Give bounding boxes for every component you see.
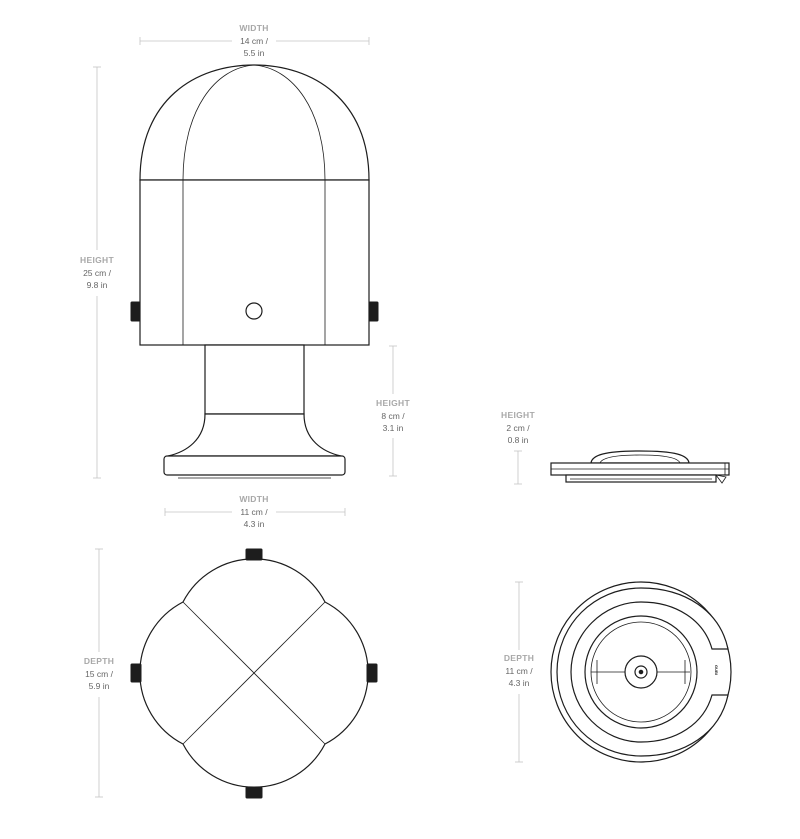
dimension-imperial: 5.9 in [89, 681, 110, 691]
dimension-title: HEIGHT [501, 410, 535, 420]
dimension-title: HEIGHT [80, 255, 114, 265]
lamp-top-view [130, 548, 378, 799]
dome-seam [253, 64, 326, 181]
dimension-top-depth: DEPTH 15 cm / 5.9 in [84, 548, 114, 798]
dimension-title: WIDTH [239, 494, 268, 504]
base-dome-top [590, 450, 690, 464]
top-clip-south [245, 786, 263, 799]
base-foot-side [565, 474, 717, 483]
lamp-stem [204, 344, 305, 415]
dimension-imperial: 0.8 in [508, 435, 529, 445]
dimension-imperial: 5.5 in [244, 48, 265, 58]
switch-icon [245, 302, 263, 320]
top-clip-north [245, 548, 263, 561]
dimension-metric: 25 cm / [83, 268, 112, 278]
side-clip-left [130, 301, 141, 322]
dimension-base-width: WIDTH 11 cm / 4.3 in [164, 494, 346, 529]
top-clip-east [366, 663, 378, 683]
top-seam [182, 601, 326, 745]
top-clip-west [130, 663, 142, 683]
dimension-metric: 2 cm / [506, 423, 530, 433]
base-hub-center [638, 669, 644, 675]
dimension-base-height: HEIGHT 2 cm / 0.8 in [501, 410, 535, 485]
dimension-title: DEPTH [84, 656, 114, 666]
dimension-metric: 11 cm / [505, 666, 533, 676]
cable-tab [715, 474, 727, 484]
side-clip-right [368, 301, 379, 322]
lamp-foot [167, 413, 342, 457]
dimension-metric: 11 cm / [240, 507, 268, 517]
base-side-view [550, 450, 730, 484]
dimension-base-depth: DEPTH 11 cm / 4.3 in [504, 581, 534, 763]
dimension-metric: 14 cm / [240, 36, 269, 46]
lamp-shade-body [139, 179, 370, 346]
dimension-title: DEPTH [504, 653, 534, 663]
dimension-imperial: 9.8 in [87, 280, 108, 290]
base-top-view: GUBI [550, 581, 732, 763]
dimension-height: HEIGHT 25 cm / 9.8 in [80, 66, 114, 479]
dimension-stem-height: HEIGHT 8 cm / 3.1 in [376, 345, 410, 477]
dimension-imperial: 4.3 in [244, 519, 265, 529]
lamp-base-plate [163, 455, 346, 476]
lamp-front-view [130, 64, 379, 479]
base-dome-edge [599, 454, 681, 464]
dimension-metric: 15 cm / [85, 669, 114, 679]
base-inner-channel [556, 587, 729, 757]
lamp-dome [139, 64, 370, 181]
dimension-imperial: 3.1 in [383, 423, 404, 433]
dimension-metric: 8 cm / [381, 411, 405, 421]
dimension-imperial: 4.3 in [509, 678, 530, 688]
dimension-title: WIDTH [239, 23, 268, 33]
dimension-title: HEIGHT [376, 398, 410, 408]
dimension-top-width: WIDTH 14 cm / 5.5 in [139, 23, 370, 58]
dome-seam [182, 64, 255, 181]
base-brand-label: GUBI [714, 665, 719, 675]
